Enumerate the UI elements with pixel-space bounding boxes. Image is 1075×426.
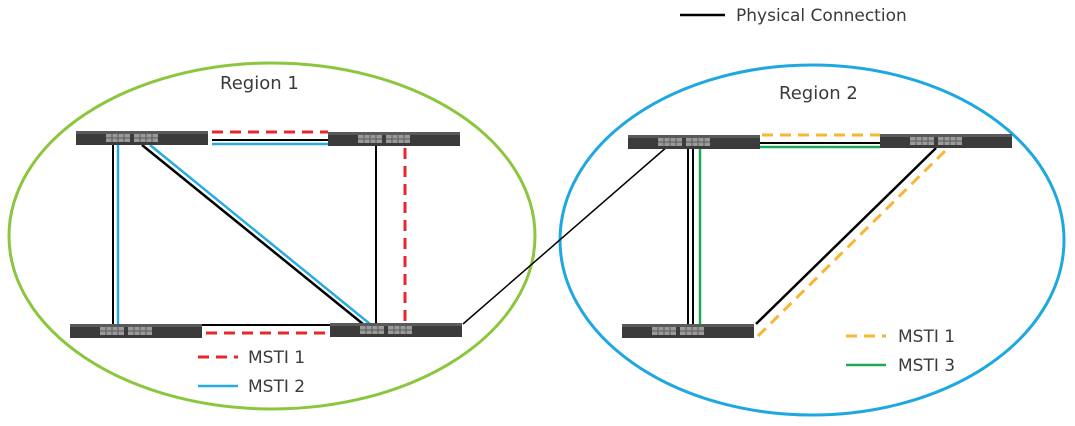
switch-r1-top-right xyxy=(327,131,461,147)
link-inter-region-physical xyxy=(462,145,669,325)
switch-r2-bottom-left xyxy=(621,323,755,339)
legend-r2-msti3-label: MSTI 3 xyxy=(898,356,955,376)
link-r1-diagonal-physical xyxy=(141,144,364,325)
link-r1-diagonal-msti2 xyxy=(149,144,371,325)
legend-r1-msti2-label: MSTI 2 xyxy=(248,377,305,397)
switch-r1-top-left xyxy=(75,130,209,146)
switch-r1-bottom-left xyxy=(69,323,203,339)
region-1-label: Region 1 xyxy=(220,73,299,94)
switch-r2-top-right xyxy=(879,133,1013,149)
link-r2-diagonal-physical xyxy=(755,147,937,325)
legend-physical-label: Physical Connection xyxy=(736,6,907,26)
region-2-boundary xyxy=(558,63,1066,417)
link-r2-diagonal-msti1 xyxy=(756,148,948,338)
region-1-boundary xyxy=(7,61,537,411)
legend-r1-msti1-label: MSTI 1 xyxy=(248,348,305,368)
switch-r1-bottom-right xyxy=(329,322,463,338)
switch-r2-top-left xyxy=(627,134,761,150)
region-2-label: Region 2 xyxy=(779,83,858,104)
legend-r2-msti1-label: MSTI 1 xyxy=(898,327,955,347)
